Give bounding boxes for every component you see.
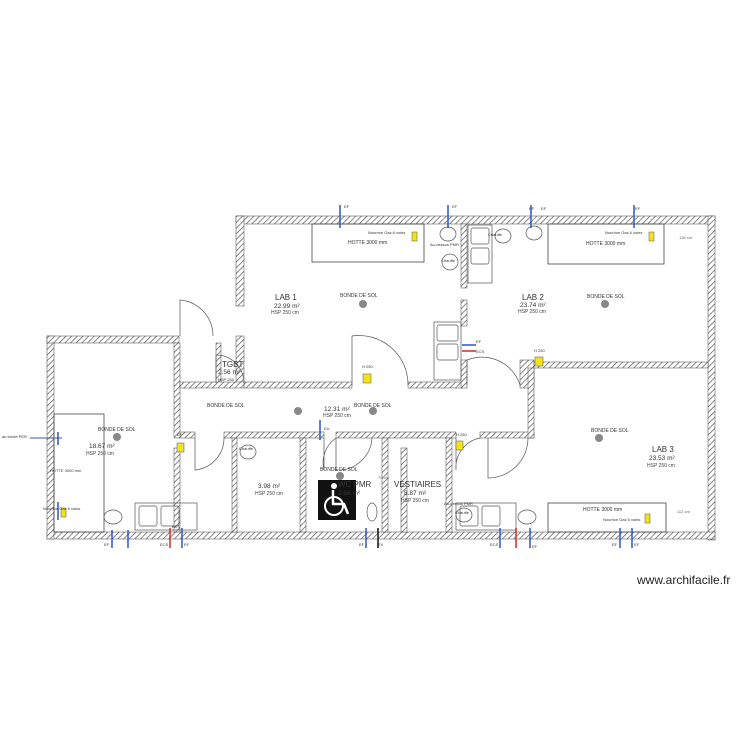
svg-text:136 cm: 136 cm <box>679 235 693 240</box>
room-lab4: 18.67 m² HSP 250 cm BONDE DE SOL HOTTE 3… <box>43 427 136 511</box>
svg-text:BONDE DE SOL: BONDE DE SOL <box>587 294 625 300</box>
equipment <box>60 231 655 524</box>
svg-text:EF: EF <box>476 339 482 344</box>
svg-text:2.66 m²: 2.66 m² <box>338 490 361 497</box>
svg-text:HOTTE 3000 mm: HOTTE 3000 mm <box>348 240 387 246</box>
svg-text:HSP 250 cm: HSP 250 cm <box>323 413 351 419</box>
svg-text:Au-dessus PMR: Au-dessus PMR <box>444 501 473 506</box>
room-corridor: 12.31 m² HSP 250 cm BONDE DE SOL BONDE D… <box>207 403 392 419</box>
svg-text:Chauffe: Chauffe <box>488 232 503 237</box>
svg-text:EF: EF <box>344 204 350 209</box>
room-lab3: LAB 3 23.53 m² HSP 250 cm BONDE DE SOL H… <box>583 428 675 522</box>
svg-text:3.98 m²: 3.98 m² <box>258 483 281 490</box>
pipes <box>30 205 635 548</box>
svg-text:HSP 250 cm: HSP 250 cm <box>255 491 283 497</box>
svg-text:EF: EF <box>104 542 110 547</box>
svg-text:Nourrice Gaz 6 voies: Nourrice Gaz 6 voies <box>368 230 405 235</box>
svg-text:BONDE DE SOL: BONDE DE SOL <box>340 293 378 299</box>
room-storage: 3.98 m² HSP 250 cm <box>255 483 283 497</box>
doors <box>179 299 529 479</box>
svg-text:70 cm: 70 cm <box>378 475 390 480</box>
floor-drains <box>113 300 609 480</box>
svg-text:ECS: ECS <box>172 524 181 529</box>
svg-text:VESTIAIRES: VESTIAIRES <box>394 480 441 489</box>
svg-text:ECS: ECS <box>490 542 499 547</box>
svg-text:EF: EF <box>184 542 190 547</box>
svg-text:HOTTE 3000 mm: HOTTE 3000 mm <box>586 241 625 247</box>
svg-text:LAB 1: LAB 1 <box>275 293 297 302</box>
svg-text:HSP 250 cm: HSP 250 cm <box>401 498 429 504</box>
svg-text:EF: EF <box>532 544 538 549</box>
svg-text:EF: EF <box>359 542 365 547</box>
hoods <box>53 223 667 533</box>
svg-text:BONDE DE SOL: BONDE DE SOL <box>207 403 245 409</box>
svg-text:BONDE DE SOL: BONDE DE SOL <box>354 403 392 409</box>
svg-text:HSP 250 cm: HSP 250 cm <box>518 309 546 315</box>
svg-text:BONDE DE SOL: BONDE DE SOL <box>98 427 136 433</box>
svg-text:HSP 250: HSP 250 <box>218 377 235 382</box>
svg-text:HSP 250 cm: HSP 250 cm <box>647 463 675 469</box>
svg-text:EU: EU <box>324 426 330 431</box>
svg-text:23.74 m²: 23.74 m² <box>520 302 546 309</box>
svg-text:au froide PER: au froide PER <box>2 434 27 439</box>
svg-text:12.31 m²: 12.31 m² <box>324 406 350 413</box>
svg-text:ECS: ECS <box>476 349 485 354</box>
svg-text:H 250: H 250 <box>534 348 545 353</box>
room-tgbt: TGBT 2.56 m² HSP 250 <box>218 360 243 382</box>
svg-text:Au-dessus PMR: Au-dessus PMR <box>430 242 459 247</box>
svg-text:EV: EV <box>378 542 384 547</box>
walls <box>46 215 716 541</box>
svg-text:EF: EF <box>529 206 535 211</box>
svg-text:H 250: H 250 <box>362 364 373 369</box>
svg-text:ECS: ECS <box>160 542 169 547</box>
svg-text:Chauffe: Chauffe <box>441 258 456 263</box>
svg-text:18.67 m²: 18.67 m² <box>89 443 115 450</box>
svg-text:LAB 3: LAB 3 <box>652 445 674 454</box>
svg-text:BONDE DE SOL: BONDE DE SOL <box>591 428 629 434</box>
svg-text:Nourrice Gaz 6 voies: Nourrice Gaz 6 voies <box>605 230 642 235</box>
svg-text:WC PMR: WC PMR <box>338 480 372 489</box>
pipe-tags: EF EF EF EF EF EF ECS EF ECS EF ECS EF E… <box>2 204 693 549</box>
svg-text:EF: EF <box>177 432 183 437</box>
svg-text:2.56 m²: 2.56 m² <box>218 369 241 376</box>
svg-text:HSP 250 cm: HSP 250 cm <box>86 451 114 457</box>
svg-text:HSP 250 cm: HSP 250 cm <box>271 310 299 316</box>
svg-text:Chauffe: Chauffe <box>239 446 254 451</box>
svg-text:Nourrice Gaz 6 voies: Nourrice Gaz 6 voies <box>603 517 640 522</box>
svg-text:TGBT: TGBT <box>222 360 243 369</box>
wheelchair-icon <box>318 480 356 520</box>
room-lab2: LAB 2 23.74 m² HSP 250 cm BONDE DE SOL H… <box>518 230 642 315</box>
room-vestiaires: VESTIAIRES 8.87 m² HSP 250 cm <box>394 480 441 504</box>
svg-text:8.87 m²: 8.87 m² <box>404 490 427 497</box>
svg-text:EF: EF <box>452 204 458 209</box>
room-lab1: LAB 1 22.99 m² HSP 250 cm BONDE DE SOL H… <box>271 230 405 316</box>
svg-text:EF: EF <box>541 206 547 211</box>
svg-text:Chauffe: Chauffe <box>455 510 470 515</box>
watermark: www.archifacile.fr <box>637 573 731 587</box>
room-wc-pmr: WC PMR 2.66 m² BONDE DE SOL <box>320 467 372 497</box>
svg-text:BONDE DE SOL: BONDE DE SOL <box>320 467 358 473</box>
svg-text:112 cm: 112 cm <box>677 509 690 514</box>
svg-text:22.99 m²: 22.99 m² <box>274 303 300 310</box>
svg-text:EF: EF <box>612 542 618 547</box>
svg-text:23.53 m²: 23.53 m² <box>649 455 675 462</box>
svg-text:EF: EF <box>635 206 641 211</box>
sinks <box>103 224 543 531</box>
svg-text:EF: EF <box>634 542 640 547</box>
svg-text:HOTTE 3000 mm: HOTTE 3000 mm <box>50 468 82 473</box>
svg-text:H 250: H 250 <box>456 432 467 437</box>
svg-text:Nourrice Gaz 6 voies: Nourrice Gaz 6 voies <box>43 506 80 511</box>
svg-text:LAB 2: LAB 2 <box>522 293 544 302</box>
svg-text:HOTTE 3000 mm: HOTTE 3000 mm <box>583 507 622 513</box>
